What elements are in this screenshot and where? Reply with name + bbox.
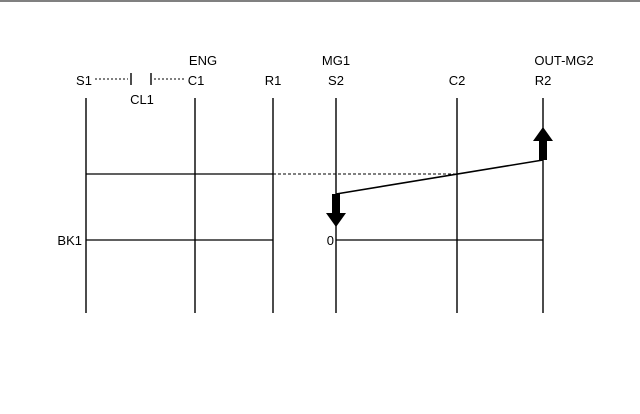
label-r2: R2 [535, 73, 552, 88]
down-arrow-icon [326, 194, 346, 227]
label-eng: ENG [189, 53, 217, 68]
label-out-mg2: OUT-MG2 [534, 53, 593, 68]
label-s1: S1 [76, 73, 92, 88]
label-zero: 0 [327, 233, 334, 248]
label-c2: C2 [449, 73, 466, 88]
label-bk1: BK1 [57, 233, 82, 248]
label-s2: S2 [328, 73, 344, 88]
label-r1: R1 [265, 73, 282, 88]
label-c1: C1 [188, 73, 205, 88]
clutch-symbol [95, 73, 185, 85]
up-arrow-icon [533, 127, 553, 160]
label-cl1: CL1 [130, 92, 154, 107]
speed-line-second-set [336, 160, 543, 194]
label-mg1: MG1 [322, 53, 350, 68]
